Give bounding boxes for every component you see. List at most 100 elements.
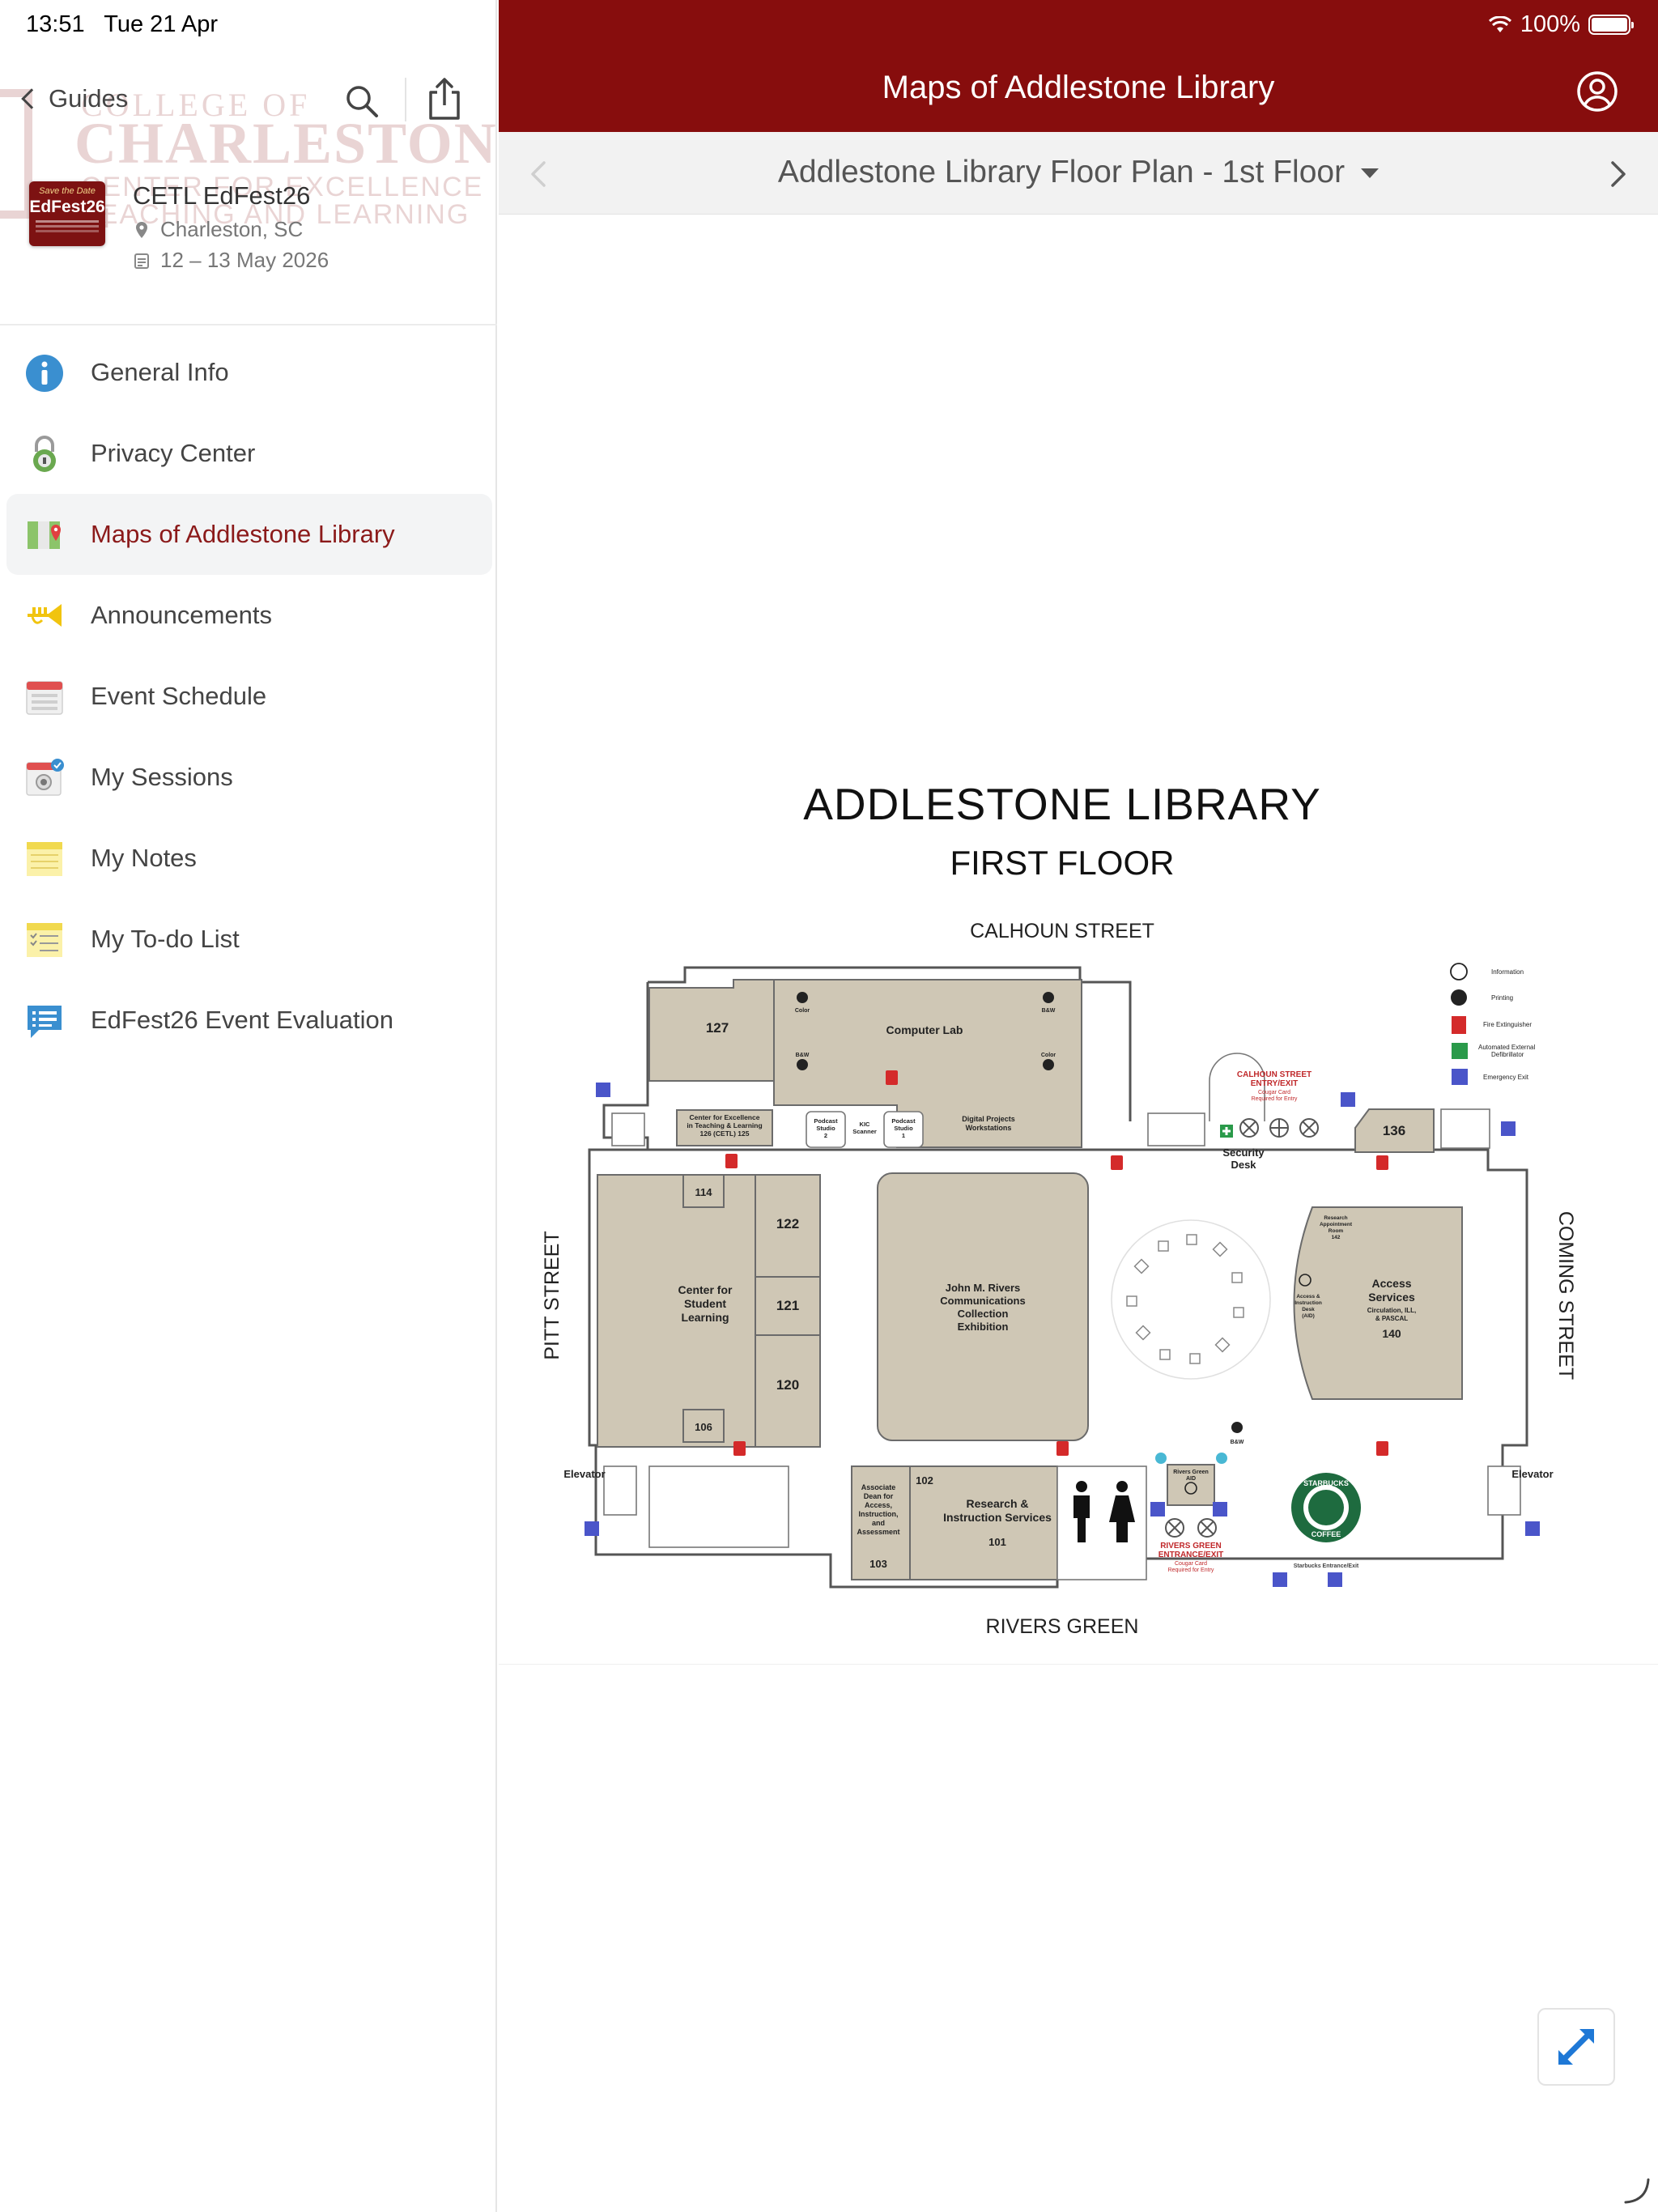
room-dean	[851, 1465, 911, 1580]
label-rivers-2: Communications	[940, 1295, 1025, 1307]
label-digital-2: Workstations	[966, 1124, 1012, 1132]
sidebar-item-label: Event Schedule	[91, 682, 267, 710]
label-dean-2: Dean for	[864, 1492, 894, 1500]
label-rivers-4: Exhibition	[958, 1321, 1009, 1333]
event-location: Charleston, SC	[133, 217, 303, 242]
sidebar-item-privacy-center[interactable]: Privacy Center	[6, 413, 492, 494]
label-research-appt-3: Room	[1329, 1228, 1344, 1234]
sidebar-item-my-sessions[interactable]: My Sessions	[6, 737, 492, 818]
label-calhoun-entry-3: Cougar Card	[1258, 1090, 1290, 1095]
calendar-small-icon	[134, 253, 149, 269]
label-access-5: 140	[1382, 1327, 1401, 1340]
label-cetl-3: 126 (CETL) 125	[700, 1129, 750, 1138]
restroom-icons	[1073, 1481, 1135, 1542]
label-podcast1-2: Studio	[894, 1125, 913, 1132]
status-indicators: 100%	[1488, 11, 1634, 38]
label-136: 136	[1383, 1123, 1405, 1138]
label-access-4: & PASCAL	[1375, 1315, 1408, 1322]
label-kic-2: Scanner	[852, 1128, 877, 1135]
legend-label-printing: Printing	[1491, 994, 1513, 1002]
label-csl-3: Learning	[681, 1311, 729, 1324]
label-calhoun-entry-1: CALHOUN STREET	[1237, 1070, 1312, 1079]
label-calhoun-entry-2: ENTRY/EXIT	[1251, 1079, 1299, 1088]
label-computer-lab: Computer Lab	[886, 1023, 963, 1036]
sidebar-divider	[0, 324, 497, 325]
sidebar-item-event-evaluation[interactable]: EdFest26 Event Evaluation	[6, 980, 492, 1061]
starbucks-bottom-text: COFFEE	[1312, 1530, 1341, 1538]
legend-label-exit: Emergency Exit	[1483, 1074, 1529, 1081]
label-access-2: Services	[1368, 1291, 1415, 1304]
date-text: Tue 21 Apr	[104, 11, 219, 37]
fullscreen-button[interactable]	[1537, 2008, 1615, 2086]
label-dean-6: Assessment	[857, 1528, 899, 1536]
label-access-desk-3: Desk	[1302, 1307, 1315, 1312]
map-selector-label: Addlestone Library Floor Plan - 1st Floo…	[777, 155, 1346, 189]
share-icon[interactable]	[423, 76, 466, 121]
room-rivers-collection	[877, 1172, 1089, 1441]
map-selector-dropdown[interactable]: Addlestone Library Floor Plan - 1st Floo…	[499, 155, 1658, 190]
label-rg-entry-2: ENTRANCE/EXIT	[1158, 1551, 1224, 1559]
toolbar-divider	[405, 78, 406, 121]
map-subtitle: FIRST FLOOR	[950, 844, 1175, 882]
label-bw-2: B&W	[796, 1053, 810, 1058]
sidebar-item-my-todo-list[interactable]: My To-do List	[6, 899, 492, 980]
sidebar-menu: General Info Privacy Center Maps of Addl…	[6, 332, 492, 1061]
label-csl-2: Student	[684, 1297, 726, 1310]
wifi-icon	[1488, 15, 1511, 32]
event-card[interactable]: Save the Date EdFest26 CETL EdFest26 Cha…	[29, 181, 483, 279]
sidebar-item-my-notes[interactable]: My Notes	[6, 818, 492, 899]
sidebar-item-event-schedule[interactable]: Event Schedule	[6, 656, 492, 737]
sidebar-item-label: General Info	[91, 358, 229, 386]
floor-plan-map[interactable]: ADDLESTONE LIBRARY FIRST FLOOR CALHOUN S…	[499, 215, 1658, 1664]
legend-label-aed-2: Defibrillator	[1491, 1051, 1524, 1058]
notes-icon	[27, 842, 62, 876]
chevron-right-icon[interactable]	[1601, 158, 1634, 190]
label-elevator-w: Elevator	[563, 1468, 605, 1480]
label-rg-entry-3: Cougar Card	[1175, 1561, 1207, 1567]
thumb-line-2: EdFest26	[29, 198, 105, 216]
floor-plan-viewer[interactable]: ADDLESTONE LIBRARY FIRST FLOOR CALHOUN S…	[499, 215, 1658, 1664]
label-color-1: Color	[795, 1008, 810, 1014]
room-114	[682, 1174, 725, 1208]
sidebar-item-label: Announcements	[91, 601, 273, 629]
sidebar-item-maps[interactable]: Maps of Addlestone Library	[6, 494, 492, 575]
sidebar-item-announcements[interactable]: Announcements	[6, 575, 492, 656]
aed-markers	[1155, 1125, 1233, 1464]
label-access-1: Access	[1371, 1277, 1411, 1290]
search-icon[interactable]	[343, 83, 380, 120]
battery-percent: 100%	[1520, 11, 1580, 37]
room-access-services	[1293, 1206, 1463, 1400]
back-button[interactable]: Guides	[21, 84, 129, 113]
label-102: 102	[916, 1474, 933, 1487]
thumb-line-1: Save the Date	[39, 186, 96, 196]
label-rivers-3: Collection	[958, 1308, 1009, 1320]
battery-icon	[1588, 15, 1634, 35]
label-calhoun-entry-4: Required for Entry	[1252, 1096, 1298, 1102]
turnstiles	[1165, 1118, 1319, 1538]
label-dean-4: Instruction,	[859, 1510, 899, 1518]
sidebar-item-general-info[interactable]: General Info	[6, 332, 492, 413]
label-114: 114	[695, 1186, 713, 1198]
label-cetl-2: in Teaching & Learning	[687, 1121, 762, 1129]
label-cetl-1: Center for Excellence	[690, 1113, 760, 1121]
back-label: Guides	[49, 84, 129, 113]
sidebar: COLLEGE OF CHARLESTON CENTER FOR EXCELLE…	[0, 0, 497, 2212]
rotunda-seating	[1126, 1234, 1244, 1364]
label-rg-aid-1: Rivers Green	[1173, 1470, 1209, 1475]
label-rivers-1: John M. Rivers	[946, 1282, 1020, 1294]
label-106: 106	[695, 1421, 712, 1433]
sidebar-item-label: Privacy Center	[91, 439, 256, 467]
chevron-left-icon[interactable]	[523, 158, 555, 190]
map-selector-bar: Addlestone Library Floor Plan - 1st Floo…	[499, 132, 1658, 215]
sidebar-item-label: My To-do List	[91, 925, 240, 953]
event-dates-text: 12 – 13 May 2026	[160, 248, 329, 272]
label-podcast1-3: 1	[902, 1132, 905, 1139]
label-122: 122	[776, 1216, 799, 1231]
profile-icon[interactable]	[1575, 70, 1619, 113]
label-dean-3: Access,	[865, 1501, 892, 1509]
street-west: PITT STREET	[541, 1231, 563, 1359]
label-podcast1-1: Podcast	[891, 1117, 916, 1125]
label-security-2: Desk	[1231, 1159, 1256, 1171]
resize-handle-icon[interactable]	[1622, 2176, 1650, 2204]
label-kic-1: KIC	[860, 1121, 871, 1128]
